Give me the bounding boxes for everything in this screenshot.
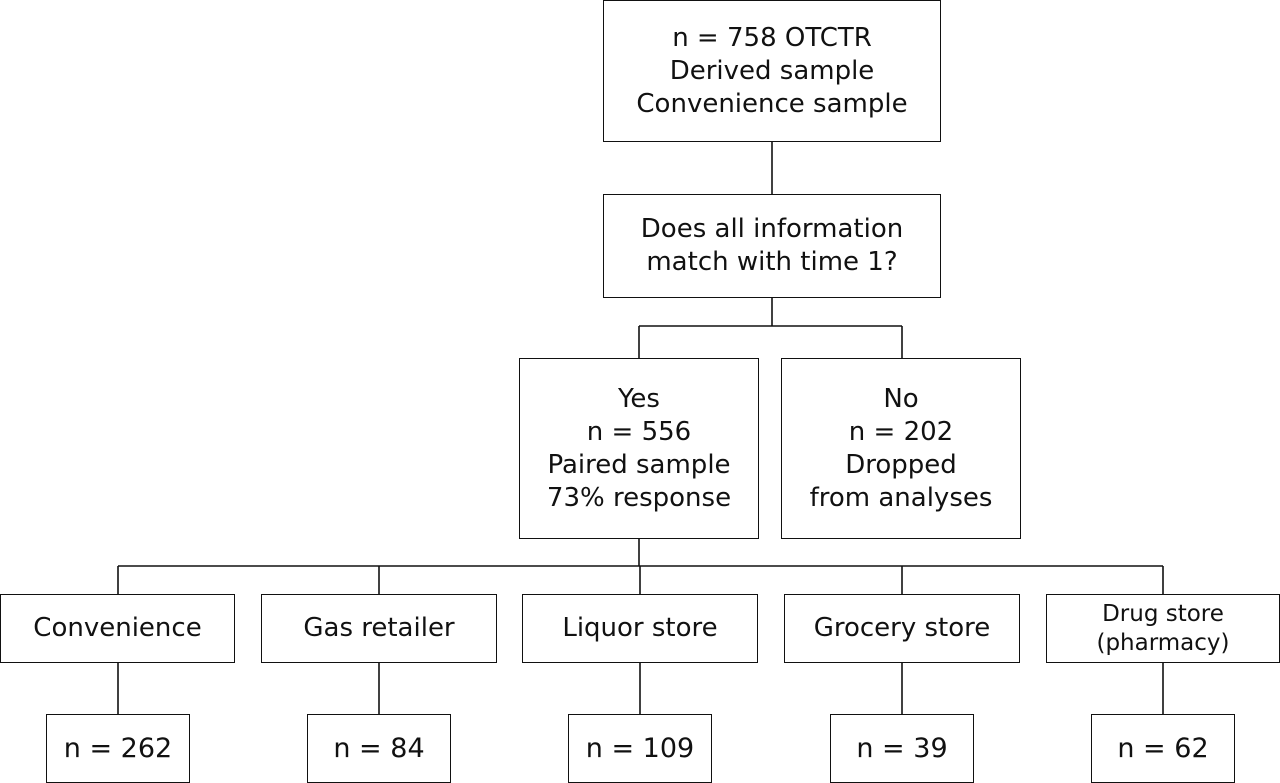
category-label-line-1: Drug store: [1102, 600, 1224, 627]
count-box-drug-store: n = 62: [1091, 714, 1235, 783]
count-box-grocery-store: n = 39: [830, 714, 974, 783]
count-box-convenience: n = 262: [46, 714, 190, 783]
category-label: Liquor store: [562, 613, 718, 643]
count-value: n = 39: [856, 733, 948, 764]
root-box: n = 758 OTCTR Derived sample Convenience…: [603, 0, 941, 142]
question-box: Does all information match with time 1?: [603, 194, 941, 298]
root-line-1: n = 758 OTCTR: [672, 22, 872, 53]
no-box: No n = 202 Dropped from analyses: [781, 358, 1021, 539]
count-value: n = 84: [333, 733, 425, 764]
root-line-2: Derived sample: [669, 55, 875, 86]
category-label: Convenience: [33, 613, 202, 643]
category-box-gas-retailer: Gas retailer: [261, 594, 497, 663]
category-label: Gas retailer: [303, 613, 455, 643]
count-value: n = 109: [585, 733, 695, 764]
category-box-drug-store: Drug store (pharmacy): [1046, 594, 1280, 663]
yes-line-2: n = 556: [586, 416, 692, 447]
count-value: n = 262: [63, 733, 173, 764]
count-box-liquor-store: n = 109: [568, 714, 712, 783]
count-box-gas-retailer: n = 84: [307, 714, 451, 783]
yes-line-4: 73% response: [546, 482, 732, 513]
root-line-3: Convenience sample: [636, 88, 908, 119]
category-label-line-2: (pharmacy): [1096, 629, 1230, 656]
category-box-convenience: Convenience: [0, 594, 235, 663]
no-line-2: n = 202: [848, 416, 954, 447]
yes-box: Yes n = 556 Paired sample 73% response: [519, 358, 759, 539]
question-line-1: Does all information: [640, 214, 904, 244]
yes-line-3: Paired sample: [547, 449, 731, 480]
no-line-1: No: [883, 383, 919, 414]
no-line-3: Dropped: [845, 449, 957, 480]
category-box-liquor-store: Liquor store: [522, 594, 758, 663]
count-value: n = 62: [1117, 733, 1209, 764]
category-box-grocery-store: Grocery store: [784, 594, 1020, 663]
yes-line-1: Yes: [618, 383, 660, 414]
category-label: Grocery store: [813, 613, 991, 643]
no-line-4: from analyses: [809, 482, 993, 513]
question-line-2: match with time 1?: [646, 247, 898, 277]
